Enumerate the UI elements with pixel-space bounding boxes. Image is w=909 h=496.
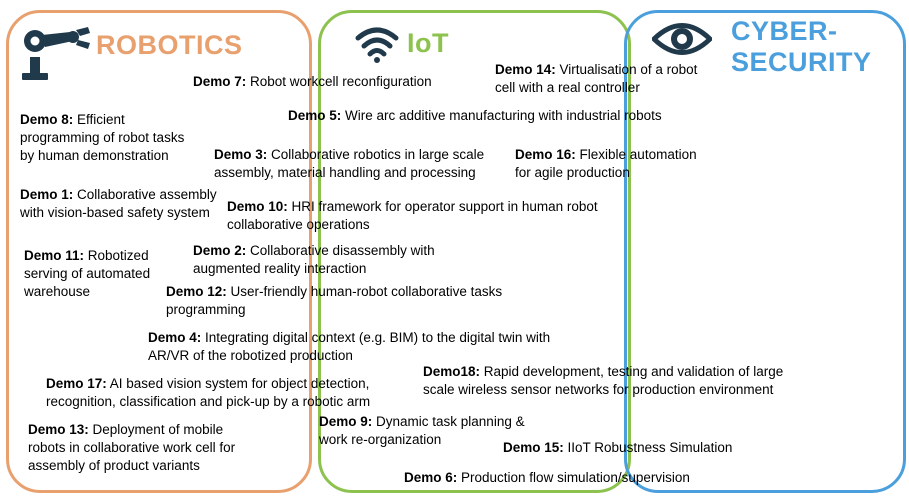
demo-9: Demo 9: Dynamic task planning & work re-… (319, 414, 525, 447)
demo-7: Demo 7: Robot workcell reconfiguration (193, 74, 432, 89)
demo-3: Demo 3: Collaborative robotics in large … (214, 147, 485, 180)
demo-15: Demo 15: IIoT Robustness Simulation (503, 440, 733, 455)
demo-16: Demo 16: Flexible automation for agile p… (515, 147, 697, 180)
demo-18: Demo18: Rapid development, testing and v… (423, 364, 784, 397)
cybersecurity-title: CYBER- SECURITY (731, 16, 872, 78)
cybersecurity-title-line1: CYBER- (731, 16, 838, 46)
robotics-frame (6, 10, 312, 493)
cybersecurity-title-line2: SECURITY (731, 47, 872, 77)
demo-1: Demo 1: Collaborative assembly with visi… (20, 187, 217, 220)
demo-12: Demo 12: User-friendly human-robot colla… (166, 284, 503, 317)
demo-4: Demo 4: Integrating digital context (e.g… (148, 330, 551, 363)
demo-11: Demo 11: Robotized serving of automated … (24, 248, 151, 299)
cybersecurity-frame (624, 10, 906, 493)
robotics-title: ROBOTICS (96, 30, 243, 60)
demo-6: Demo 6: Production flow simulation/super… (404, 470, 690, 485)
demo-10: Demo 10: HRI framework for operator supp… (227, 199, 598, 232)
demo-5: Demo 5: Wire arc additive manufacturing … (288, 108, 662, 123)
demo-8: Demo 8: Efficient programming of robot t… (20, 112, 185, 163)
iot-frame (318, 10, 631, 493)
robot-arm-icon (22, 27, 90, 80)
demo-2: Demo 2: Collaborative disassembly with a… (193, 243, 435, 276)
eye-icon (652, 23, 712, 55)
demo-17: Demo 17: AI based vision system for obje… (46, 376, 371, 409)
iot-title: IoT (407, 28, 449, 58)
wifi-icon (355, 27, 399, 63)
demo-13: Demo 13: Deployment of mobile robots in … (28, 422, 236, 473)
demo-14: Demo 14: Virtualisation of a robot cell … (495, 62, 698, 95)
